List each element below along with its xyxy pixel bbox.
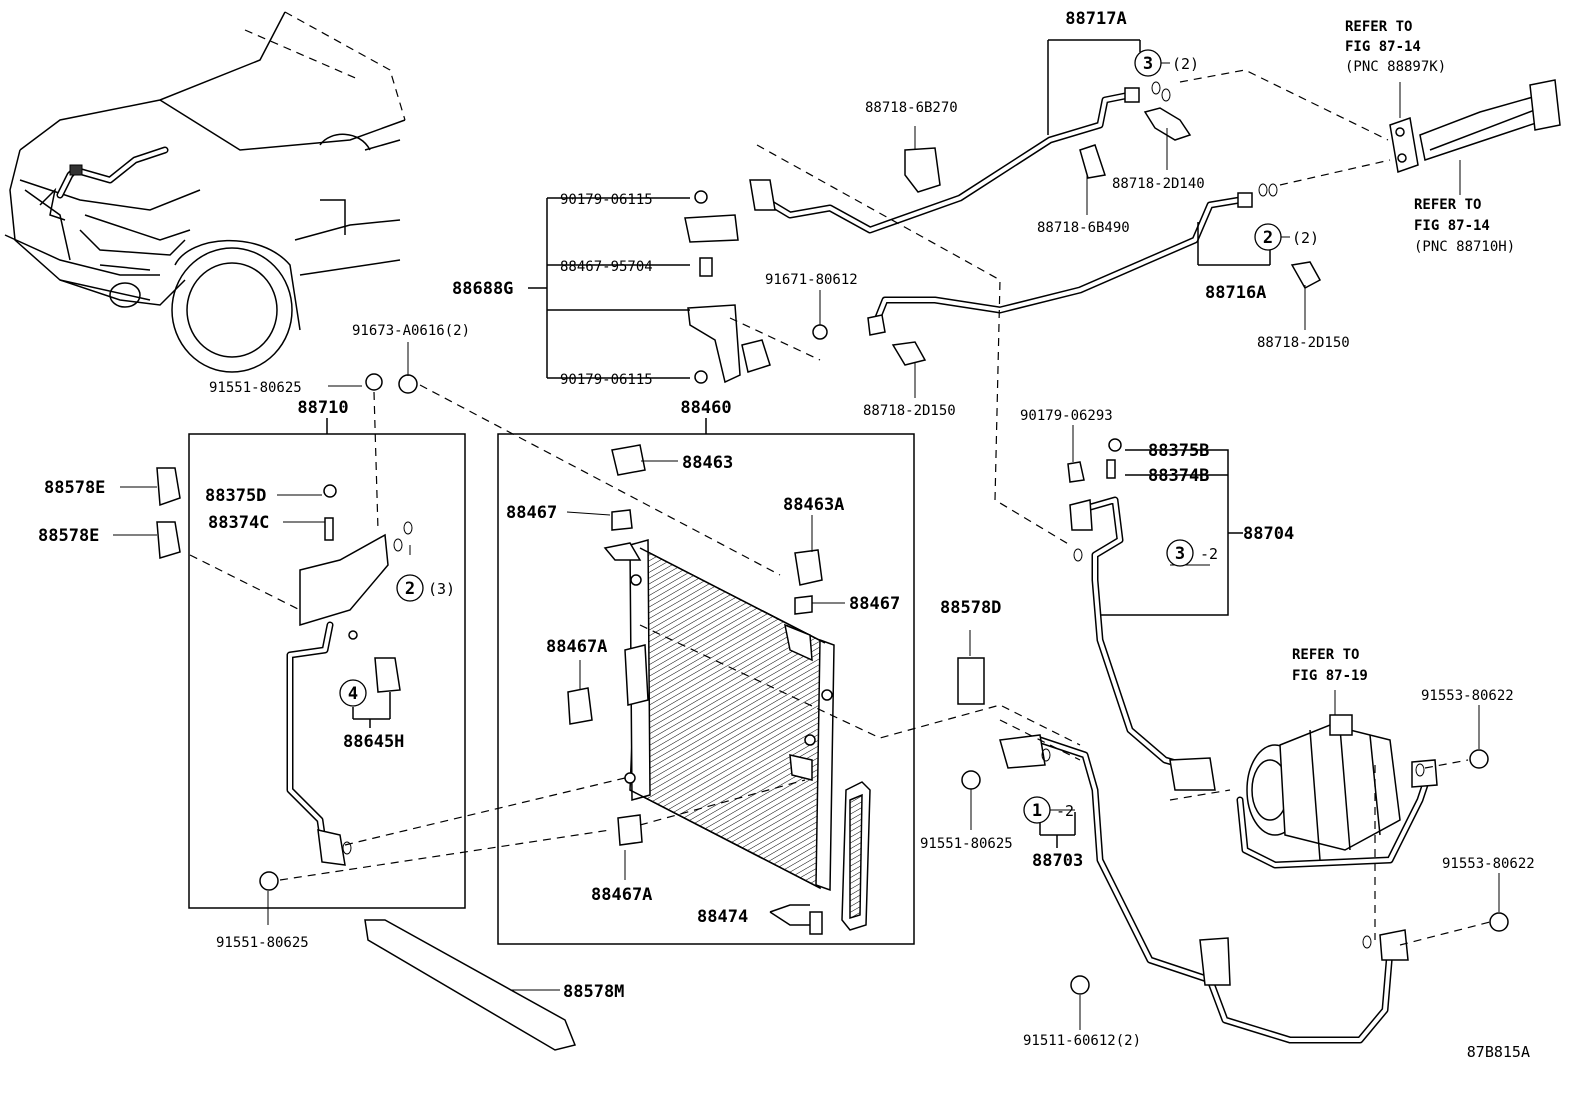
label-88460: 88460 (680, 398, 731, 418)
label-88463A: 88463A (783, 495, 844, 515)
label-88718-6B270: 88718-6B270 (865, 100, 958, 116)
callout-1 (1023, 796, 1051, 824)
label-88718-2D140: 88718-2D140 (1112, 176, 1205, 192)
label-88578E-a: 88578E (44, 478, 105, 498)
callout-2-top-qty: (2) (1292, 229, 1319, 247)
label-88578D: 88578D (940, 598, 1001, 618)
vehicle-illustration (4, 11, 406, 373)
label-88467A-a: 88467A (546, 637, 607, 657)
label-91551-80625-c: 91551-80625 (920, 836, 1013, 852)
leader-lines (113, 39, 1500, 1030)
label-88688G: 88688G (452, 279, 513, 299)
callout-2-top-num: 2 (1263, 228, 1273, 248)
label-88710: 88710 (297, 398, 348, 418)
diagram-code: 87B815A (1467, 1043, 1530, 1061)
callout-2-top (1254, 223, 1282, 251)
label-90179-06115-b: 90179-06115 (560, 372, 653, 388)
callout-3-top-num: 3 (1143, 54, 1153, 74)
condenser-core (603, 539, 835, 892)
label-88703: 88703 (1032, 851, 1083, 871)
label-88374C: 88374C (208, 513, 269, 533)
label-88704: 88704 (1243, 524, 1294, 544)
callout-circles: 3 (2) 2 (2) 2 (3) 4 3 -2 1 -2 (339, 49, 1319, 824)
callout-3-top-qty: (2) (1172, 55, 1199, 73)
label-91673-A0616: 91673-A0616(2) (352, 323, 470, 339)
callout-3-top (1134, 49, 1162, 77)
callout-4-num: 4 (348, 684, 358, 704)
label-88717A: 88717A (1065, 9, 1126, 29)
receiver-drier (841, 781, 871, 931)
callout-3-right-qty: -2 (1200, 545, 1218, 563)
callout-1-qty: -2 (1056, 802, 1074, 820)
label-88645H: 88645H (343, 732, 404, 752)
label-88718-2D150-b: 88718-2D150 (863, 403, 956, 419)
label-90179-06115-a: 90179-06115 (560, 192, 653, 208)
pipe-fittings (299, 87, 1438, 986)
callout-3-right-num: 3 (1175, 544, 1185, 564)
label-88467-b: 88467 (849, 594, 900, 614)
callout-2-left-num: 2 (405, 579, 415, 599)
ref2-line3: (PNC 88710H) (1414, 239, 1515, 255)
label-88718-2D150-a: 88718-2D150 (1257, 335, 1350, 351)
callout-2-left-qty: (3) (428, 580, 455, 598)
ref3-line1: REFER TO (1292, 647, 1359, 663)
callout-1-num: 1 (1032, 801, 1042, 821)
evaporator-block (1389, 79, 1561, 174)
label-88474: 88474 (697, 907, 748, 927)
compressor (1246, 714, 1401, 861)
label-91553-80622-b: 91553-80622 (1442, 856, 1535, 872)
label-91551-80625-b: 91551-80625 (216, 935, 309, 951)
part-labels: 88717A 88718-6B270 88718-2D140 88718-6B4… (38, 9, 1535, 1049)
ref2-line1: REFER TO (1414, 197, 1481, 213)
ref1-line1: REFER TO (1345, 19, 1412, 35)
label-88716A: 88716A (1205, 283, 1266, 303)
reference-notes: REFER TO FIG 87-14 (PNC 88897K) REFER TO… (1292, 19, 1515, 684)
label-91511-60612: 91511-60612(2) (1023, 1033, 1141, 1049)
label-88375B: 88375B (1148, 441, 1209, 461)
label-88374B: 88374B (1148, 466, 1209, 486)
callout-4 (339, 679, 367, 707)
label-88467-95704: 88467-95704 (560, 259, 653, 275)
callout-3-right (1166, 539, 1194, 567)
small-parts (156, 107, 1509, 1051)
ref1-line3: (PNC 88897K) (1345, 59, 1446, 75)
o-rings (342, 81, 1425, 949)
label-88463: 88463 (682, 453, 733, 473)
label-91551-80625-a: 91551-80625 (209, 380, 302, 396)
label-90179-06293: 90179-06293 (1020, 408, 1113, 424)
ref1-line2: FIG 87-14 (1345, 39, 1421, 55)
ref3-line2: FIG 87-19 (1292, 668, 1368, 684)
label-88718-6B490: 88718-6B490 (1037, 220, 1130, 236)
callout-2-left (396, 574, 424, 602)
label-91671-80612: 91671-80612 (765, 272, 858, 288)
dashed-guides (189, 69, 1491, 946)
refrigerant-pipes (286, 91, 1434, 1044)
label-88375D: 88375D (205, 486, 266, 506)
label-88467-a: 88467 (506, 503, 557, 523)
label-88578M: 88578M (563, 982, 624, 1002)
label-91553-80622-a: 91553-80622 (1421, 688, 1514, 704)
label-88578E-b: 88578E (38, 526, 99, 546)
ref2-line2: FIG 87-14 (1414, 218, 1490, 234)
label-88467A-b: 88467A (591, 885, 652, 905)
